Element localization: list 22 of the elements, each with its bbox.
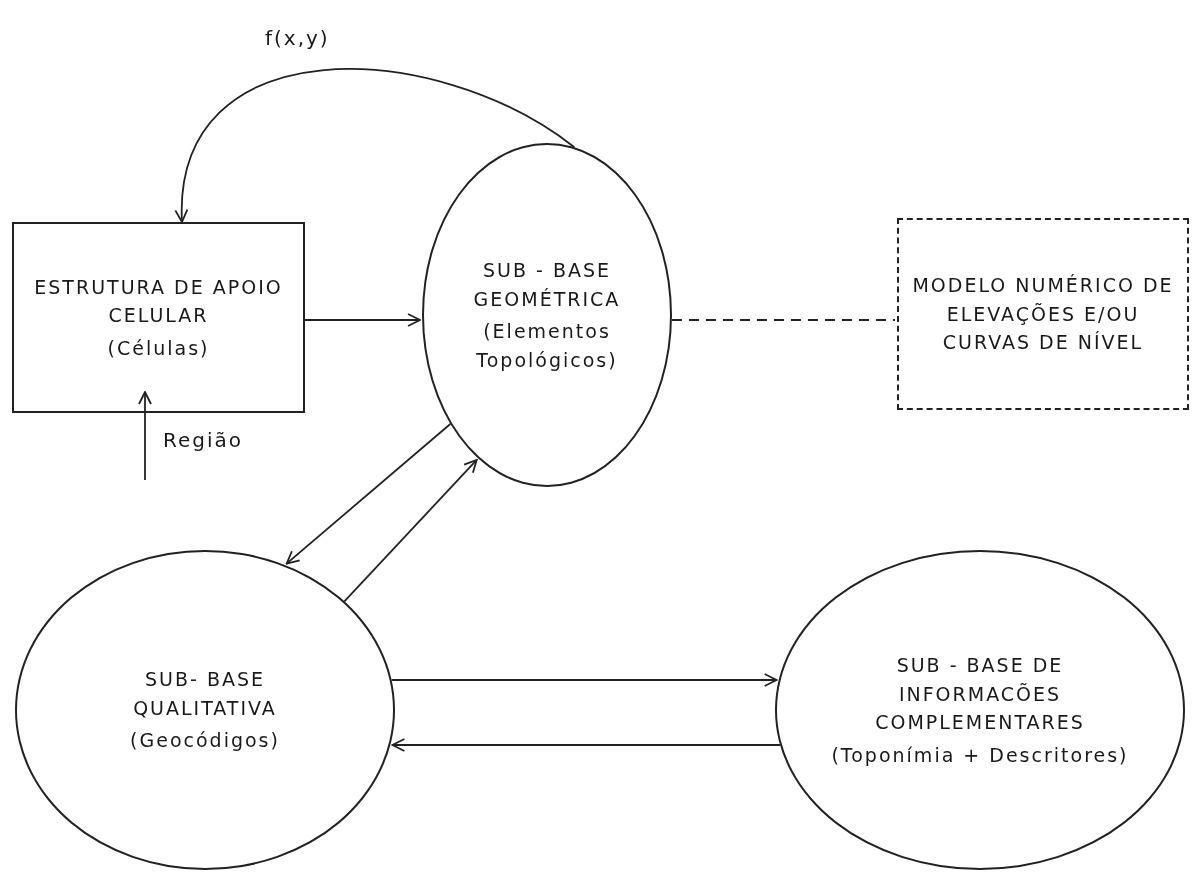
dashed-box (897, 218, 1189, 410)
arrow (304, 313, 421, 327)
process-box (12, 222, 305, 413)
arrow (390, 673, 778, 687)
ellipse-node (422, 143, 672, 487)
node-text: (Elementos Topológicos) (475, 319, 619, 373)
ellipse-node (15, 550, 395, 870)
node-text: (Toponímia + Descritores) (831, 742, 1129, 768)
arrow (343, 459, 478, 603)
node-text: ESTRUTURA DE APOIO CELULAR (33, 274, 284, 329)
ellipse-node (775, 550, 1185, 870)
arrow (391, 738, 781, 752)
node-text: SUB- BASE QUALITATIVA (132, 667, 278, 721)
node-text: SUB - BASE DE INFORMACÕES COMPLEMENTARES (874, 653, 1086, 735)
arrow (175, 68, 576, 223)
dashed-connector (671, 319, 896, 321)
node-text: SUB - BASE GEOMÉTRICA (472, 258, 622, 312)
node-text: MODELO NUMÉRICO DE ELEVAÇÕES E/OU CURVAS DE NÍVEL (911, 273, 1175, 356)
node-text: (Células) (107, 335, 210, 361)
node-text: (Geocódigos) (130, 728, 280, 754)
arrow (138, 391, 152, 481)
arrow (285, 423, 452, 565)
